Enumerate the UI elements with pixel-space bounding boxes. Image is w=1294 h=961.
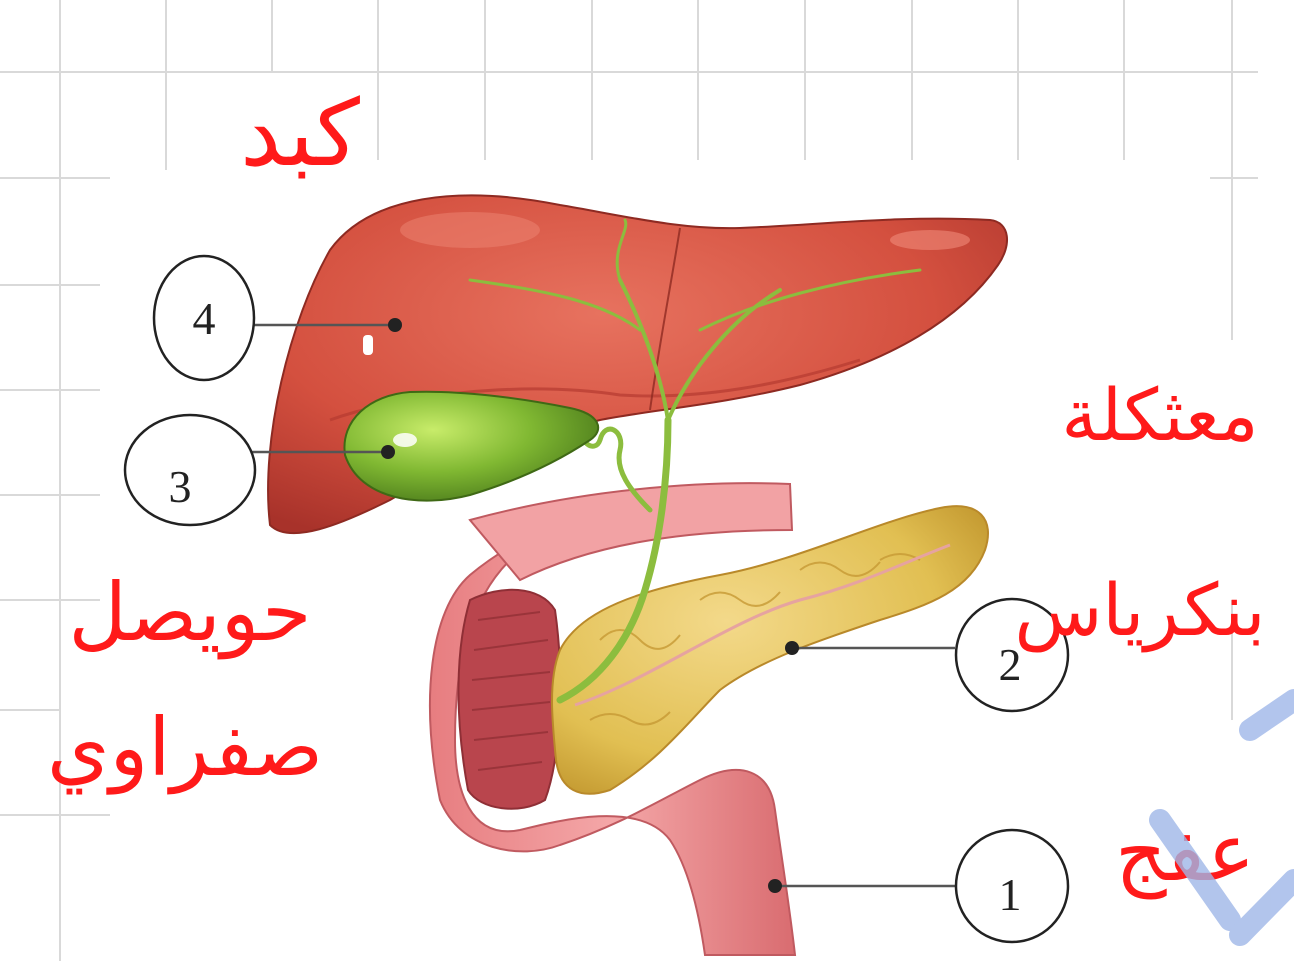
handwritten-gallbladder-annotation-1: حويصل <box>68 566 311 660</box>
label-3-text: 3 <box>169 461 192 512</box>
label-1-text: 1 <box>999 869 1022 920</box>
label-circle-3: 3 <box>125 415 255 525</box>
label-circle-4: 4 <box>154 256 254 380</box>
handwritten-liver-annotation: كبد <box>240 80 360 187</box>
gallbladder-illustration <box>344 392 598 501</box>
handwritten-pancreas-annotation-2: بنكرياس <box>1014 568 1265 653</box>
liver-highlight-mark <box>363 335 373 355</box>
label-circle-1: 1 <box>956 830 1068 942</box>
label-4-text: 4 <box>193 293 216 344</box>
handwritten-gallbladder-annotation-2: صفراوي <box>47 701 323 795</box>
handwritten-pancreas-annotation-1: معثكلة <box>1061 373 1258 457</box>
